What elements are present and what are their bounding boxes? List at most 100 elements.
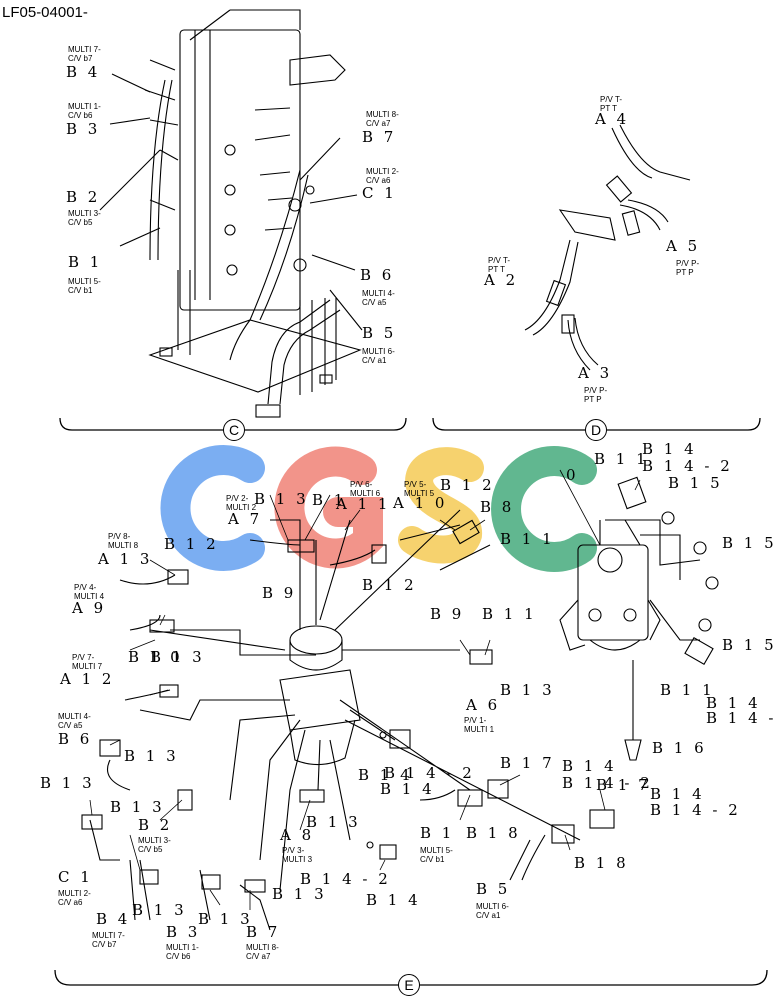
- label-e66: B 1 1: [594, 450, 649, 468]
- watermark-g: [274, 446, 383, 569]
- label-e45: B 1 4: [366, 891, 421, 909]
- label-e75: B 1 6: [652, 739, 707, 757]
- label-e46: B 1 4: [380, 780, 435, 798]
- label-c14: MULTI 4- C/V a5: [362, 289, 395, 307]
- label-e23: MULTI 4- C/V a5: [58, 712, 91, 730]
- leader-lines: [89, 469, 641, 910]
- label-e38: B 7: [246, 923, 281, 941]
- label-e13: A 1 3: [98, 550, 153, 568]
- frame-c: [59, 417, 407, 431]
- frame-d: [432, 417, 761, 431]
- section-frames: [54, 417, 768, 986]
- label-c13: B 6: [360, 266, 395, 284]
- label-e10: B 8: [480, 498, 515, 516]
- label-e65: MULTI 6- C/V a1: [476, 902, 509, 920]
- label-c6: MULTI 3- C/V b5: [68, 209, 101, 227]
- label-d3: P/V T- PT T: [488, 256, 511, 274]
- label-e12: P/V 8- MULTI 8: [108, 532, 139, 550]
- watermark-s: [398, 447, 484, 564]
- label-e17: P/V 4- MULTI 4: [74, 583, 105, 601]
- label-e67: B 1 4: [642, 440, 697, 458]
- label-e69: B 1 5: [668, 474, 723, 492]
- label-e2: B 1 3: [254, 490, 309, 508]
- label-c9: MULTI 8- C/V a7: [366, 110, 399, 128]
- label-c4: B 3: [66, 120, 101, 138]
- label-e62: B 1 4 - 2: [650, 801, 741, 819]
- label-e34: MULTI 7- C/V b7: [92, 931, 125, 949]
- label-e53: B 1 4 - 2: [384, 764, 475, 782]
- label-e18: A 9: [72, 599, 107, 617]
- label-e25: B 1 3: [124, 747, 179, 765]
- label-d1: P/V T- PT T: [600, 95, 623, 113]
- label-e21: B 1 0: [128, 648, 183, 666]
- label-e35: B 3: [166, 923, 201, 941]
- label-e58: A 6: [466, 696, 501, 714]
- label-c10: B 7: [362, 128, 397, 146]
- section-c-art: [99, 9, 363, 418]
- section-c-marker: C: [223, 419, 245, 441]
- label-c2: B 4: [66, 63, 101, 81]
- label-c8: MULTI 5- C/V b1: [68, 277, 101, 295]
- label-d7: A 3: [578, 364, 613, 382]
- label-e49: MULTI 5- C/V b1: [420, 846, 453, 864]
- label-e32: B 4: [96, 910, 131, 928]
- label-e4: P/V 6- MULTI 6: [350, 480, 381, 498]
- watermark-c1: [160, 445, 265, 571]
- label-e39: B 1 3: [272, 885, 327, 903]
- label-e22: A 1 2: [60, 670, 115, 688]
- label-d4: A 2: [484, 271, 519, 289]
- label-e27: B 1 3: [110, 798, 165, 816]
- label-e30: C 1: [58, 868, 93, 886]
- label-e70: B 1 5: [722, 534, 776, 552]
- label-e72: B 1 1: [660, 681, 715, 699]
- label-e43: P/V 3- MULTI 3: [282, 846, 313, 864]
- label-e73: B 1 4: [706, 694, 761, 712]
- label-e26: B 1 3: [40, 774, 95, 792]
- label-d8: P/V P- PT P: [584, 386, 608, 404]
- label-e37: MULTI 1- C/V b6: [166, 943, 199, 961]
- frame-e: [54, 969, 768, 986]
- doc-code: LF05-04001-: [2, 4, 88, 21]
- label-e29: MULTI 3- C/V b5: [138, 836, 171, 854]
- label-c11: MULTI 2- C/V a6: [366, 167, 399, 185]
- watermark-c2: [491, 446, 597, 572]
- label-e6: A 1 1: [336, 495, 391, 513]
- label-e47: B 1: [420, 824, 455, 842]
- label-e76: 0: [566, 466, 579, 484]
- label-c15: B 5: [362, 324, 397, 342]
- label-e28: B 2: [138, 816, 173, 834]
- label-d6: P/V P- PT P: [676, 259, 700, 277]
- label-e31: MULTI 2- C/V a6: [58, 889, 91, 907]
- label-c12: C 1: [362, 184, 397, 202]
- label-e60: B 1 7: [596, 776, 651, 794]
- label-e3: A 7: [228, 510, 263, 528]
- watermark: [160, 445, 597, 572]
- label-e71: B 1 5: [722, 636, 776, 654]
- label-e20: P/V 7- MULTI 7: [72, 653, 103, 671]
- label-e1: P/V 2- MULTI 2: [226, 494, 257, 512]
- section-e-marker: E: [398, 974, 420, 996]
- label-e15: B 9: [262, 584, 297, 602]
- label-e50: B 1 7: [500, 754, 555, 772]
- label-e68: B 1 4 - 2: [642, 457, 733, 475]
- label-e51: B 1 4: [562, 757, 617, 775]
- label-e9: B 1 2: [440, 476, 495, 494]
- label-e36: B 1 3: [198, 910, 253, 928]
- label-e59: P/V 1- MULTI 1: [464, 716, 495, 734]
- label-e64: B 5: [476, 880, 511, 898]
- label-e7: P/V 5- MULTI 5: [404, 480, 435, 498]
- label-c3: MULTI 1- C/V b6: [68, 102, 101, 120]
- label-d2: A 4: [595, 110, 630, 128]
- label-e63: B 1 8: [574, 854, 629, 872]
- label-e52: B 1 4 - 2: [562, 774, 653, 792]
- label-e16: B 1 2: [362, 576, 417, 594]
- label-e54: B 1 4: [358, 766, 413, 784]
- label-e33: B 1 3: [132, 901, 187, 919]
- section-d-marker: D: [585, 419, 607, 441]
- label-e57: B 1 3: [500, 681, 555, 699]
- label-c7: B 1: [68, 253, 103, 271]
- label-e19: B 1 3: [150, 648, 205, 666]
- label-d5: A 5: [666, 237, 701, 255]
- section-d-art: [524, 124, 691, 371]
